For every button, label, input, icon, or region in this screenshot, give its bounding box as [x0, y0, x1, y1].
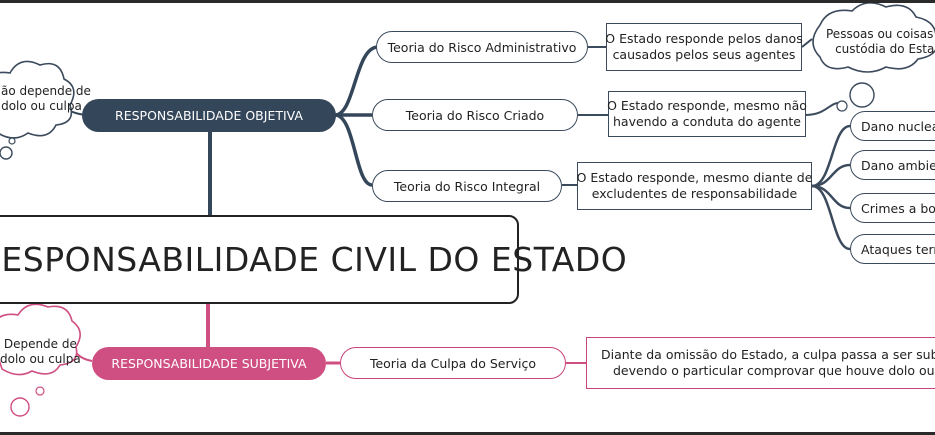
desc-risco-criado: O Estado responde, mesmo não havendo a c…	[607, 91, 807, 137]
desc-line: causados pelos seus agentes	[612, 47, 796, 62]
example-label: Dano nuclear	[861, 118, 935, 134]
node-label: Teoria do Risco Administrativo	[387, 39, 577, 55]
connector-lines	[0, 3, 935, 417]
node-teoria-risco-administrativo[interactable]: Teoria do Risco Administrativo	[376, 31, 588, 63]
cloud-shape-left-top	[0, 60, 75, 139]
cloud-depende-dolo: Depende de dolo ou culpa	[0, 337, 81, 367]
node-teoria-risco-criado[interactable]: Teoria do Risco Criado	[372, 99, 578, 131]
desc-line: O Estado responde pelos danos	[605, 31, 803, 46]
desc-line: Diante da omissão do Estado, a culpa pas…	[601, 347, 935, 362]
cloud-line: Não depende de	[0, 84, 91, 98]
node-label: RESPONSABILIDADE OBJETIVA	[115, 108, 303, 123]
node-responsabilidade-objetiva[interactable]: RESPONSABILIDADE OBJETIVA	[82, 99, 336, 132]
node-label: RESPONSABILIDADE SUBJETIVA	[111, 356, 307, 371]
main-title-node[interactable]: RESPONSABILIDADE CIVIL DO ESTADO	[0, 215, 627, 304]
example-label: Ataques terroristas	[861, 241, 935, 257]
cloud-shape-left-bottom	[0, 303, 81, 376]
main-title: RESPONSABILIDADE CIVIL DO ESTADO	[0, 240, 628, 279]
example-label: Crimes a bordo	[861, 200, 935, 216]
cloud-line: custódia do Estado	[835, 42, 935, 56]
node-teoria-risco-integral[interactable]: Teoria do Risco Integral	[372, 170, 562, 202]
example-crimes-a-bordo[interactable]: Crimes a bordo	[850, 193, 935, 223]
cloud-custodia: Pessoas ou coisas sob custódia do Estado	[826, 27, 935, 57]
node-responsabilidade-subjetiva[interactable]: RESPONSABILIDADE SUBJETIVA	[92, 347, 326, 380]
node-label: Teoria do Risco Integral	[393, 178, 541, 194]
node-teoria-culpa-servico[interactable]: Teoria da Culpa do Serviço	[340, 347, 566, 379]
cloud-nao-depende-dolo: Não depende de dolo ou culpa	[0, 84, 91, 114]
cloud-line: Pessoas ou coisas sob	[826, 27, 935, 41]
cloud-line: dolo ou culpa	[1, 99, 82, 113]
example-ataques-terroristas[interactable]: Ataques terroristas	[850, 234, 935, 264]
desc-line: O Estado responde, mesmo diante de	[576, 170, 813, 185]
node-label: Teoria da Culpa do Serviço	[369, 355, 537, 371]
desc-line: havendo a conduta do agente	[613, 114, 801, 129]
desc-line: O Estado responde, mesmo não	[607, 98, 807, 113]
desc-risco-administrativo: O Estado responde pelos danos causados p…	[605, 23, 803, 71]
desc-line: excludentes de responsabilidade	[591, 186, 798, 201]
desc-culpa-servico: Diante da omissão do Estado, a culpa pas…	[586, 337, 935, 389]
desc-risco-integral: O Estado responde, mesmo diante de exclu…	[577, 162, 812, 210]
node-label: Teoria do Risco Criado	[405, 107, 545, 123]
cloud-line: dolo ou culpa	[0, 352, 81, 366]
desc-line: devendo o particular comprovar que houve…	[613, 363, 935, 378]
example-label: Dano ambiental	[861, 157, 935, 173]
cloud-line: Depende de	[3, 337, 77, 351]
example-dano-nuclear[interactable]: Dano nuclear	[850, 111, 935, 141]
example-dano-ambiental[interactable]: Dano ambiental	[850, 150, 935, 180]
